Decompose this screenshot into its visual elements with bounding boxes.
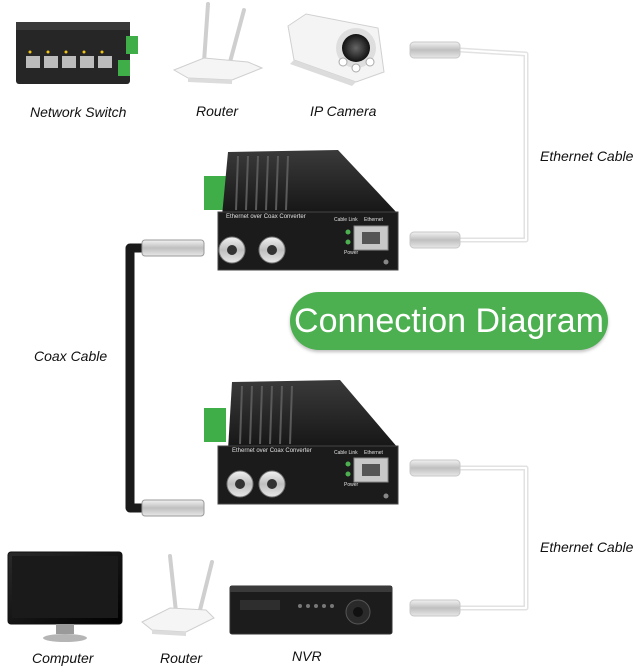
converter-bottom-ethernet: Ethernet — [364, 450, 383, 456]
ethernet-cable-top — [409, 41, 529, 249]
ip-camera — [287, 13, 385, 86]
converter-bottom-power: Power — [344, 482, 359, 488]
ethernet-cable-bottom — [409, 459, 529, 617]
label-network-switch: Network Switch — [30, 104, 127, 120]
router-bottom — [141, 554, 215, 636]
label-ip-camera: IP Camera — [310, 103, 377, 119]
network-switch — [16, 22, 138, 84]
computer — [7, 551, 123, 642]
converter-top-power: Power — [344, 250, 359, 256]
converter-top-name: Ethernet over Coax Converter — [226, 214, 306, 220]
label-router-bottom: Router — [160, 650, 203, 666]
label-coax-cable: Coax Cable — [34, 348, 108, 364]
converter-bottom-name: Ethernet over Coax Converter — [232, 448, 312, 454]
coax-cable — [125, 239, 205, 517]
nvr — [229, 585, 393, 635]
diagram-title: Connection Diagram — [290, 292, 608, 350]
router-top — [172, 2, 264, 84]
label-router-top: Router — [196, 103, 239, 119]
converter-bottom-cable-link: Cable Link — [334, 450, 358, 456]
label-nvr: NVR — [292, 648, 322, 664]
label-computer: Computer — [32, 650, 94, 666]
converter-top-ethernet: Ethernet — [364, 217, 383, 223]
converter-top — [204, 150, 399, 271]
label-ethernet-cable-bottom: Ethernet Cable — [540, 539, 634, 555]
label-ethernet-cable-top: Ethernet Cable — [540, 148, 634, 164]
converter-top-cable-link: Cable Link — [334, 217, 358, 223]
converter-bottom — [204, 380, 399, 505]
